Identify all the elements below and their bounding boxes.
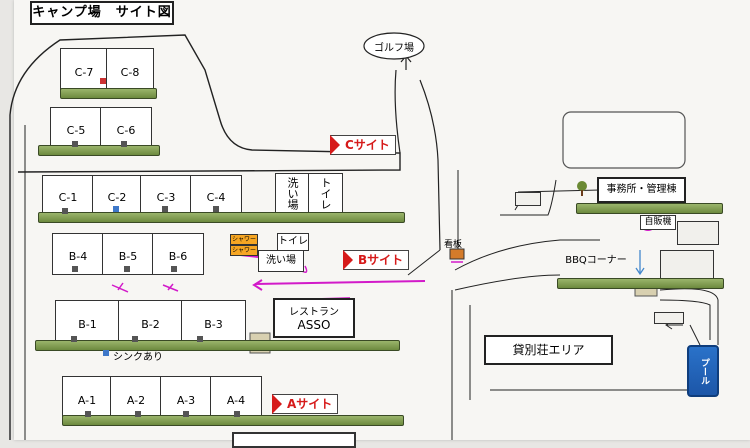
building-block (677, 221, 719, 245)
site-label: B-6 (168, 250, 188, 263)
site-label: B-3 (204, 317, 223, 331)
grass-strip (62, 415, 404, 426)
site-label: C-1 (58, 191, 78, 205)
post-marker (85, 411, 91, 417)
site-label: C-8 (120, 65, 140, 79)
site-label: B-4 (68, 250, 88, 263)
post-marker (135, 411, 141, 417)
washroom-c: 洗い場 (275, 173, 310, 213)
small-building (654, 312, 684, 324)
site-label: A-3 (176, 393, 196, 407)
post-marker (234, 411, 240, 417)
site-label: C-2 (107, 191, 127, 205)
site-b4: B-4 (52, 233, 104, 275)
vending-machine: 自販機 (640, 215, 676, 230)
site-label: C-5 (66, 124, 86, 137)
post-marker (121, 141, 127, 147)
site-b6: B-6 (152, 233, 204, 275)
grass-strip (38, 212, 405, 223)
golf-course-label: ゴルフ場 (374, 43, 414, 54)
grass-strip (557, 278, 724, 289)
post-marker (213, 206, 219, 212)
site-label: B-1 (78, 317, 97, 331)
toilet-b: トイレ (277, 233, 309, 251)
grass-strip (60, 88, 157, 99)
post-marker (71, 336, 77, 342)
restaurant-label: レストラン (289, 307, 339, 318)
site-label: C-6 (116, 124, 136, 137)
restaurant-name: ASSO (297, 318, 331, 332)
site-label: B-5 (118, 250, 138, 263)
site-label: A-2 (126, 393, 146, 407)
post-marker (171, 266, 177, 272)
site-b2: B-2 (118, 300, 183, 344)
toilet-c: トイレ (308, 173, 343, 213)
cottage-area: 貸別荘エリア (484, 335, 613, 365)
sink-label: シンクあり (113, 352, 163, 363)
restaurant-asso: レストラン ASSO (273, 298, 355, 338)
post-marker (62, 208, 68, 214)
sink-icon (103, 350, 109, 356)
small-building (515, 192, 541, 206)
site-b3: B-3 (181, 300, 246, 344)
post-marker (72, 266, 78, 272)
post-marker (72, 141, 78, 147)
site-label: A-1 (77, 393, 97, 407)
signboard-label: 看板 (444, 240, 463, 250)
grass-strip (576, 203, 723, 214)
grass-strip (38, 145, 160, 156)
site-b1: B-1 (55, 300, 120, 344)
site-label: A-4 (226, 393, 246, 407)
post-marker (113, 206, 119, 212)
office-building: 事務所・管理棟 (597, 177, 686, 203)
grass-strip (35, 340, 400, 351)
post-marker (162, 206, 168, 212)
c-site-sign: Cサイト (330, 135, 396, 155)
b-site-sign: Bサイト (343, 250, 410, 270)
post-marker (197, 336, 203, 342)
post-marker (183, 411, 189, 417)
post-marker (124, 266, 130, 272)
washroom-b: 洗い場 (258, 250, 304, 272)
building-block (660, 250, 714, 280)
post-marker (132, 336, 138, 342)
map-title: キャンプ場 サイト図 (30, 1, 174, 25)
site-c7: C-7 (60, 48, 108, 92)
a-site-sign: Aサイト (272, 394, 339, 414)
site-c8: C-8 (106, 48, 154, 92)
site-label: B-2 (141, 317, 160, 331)
shower-room-1: シャワー室 (230, 234, 258, 245)
pool: プール (687, 345, 719, 397)
site-c1: C-1 (42, 175, 94, 215)
site-c6: C-6 (100, 107, 152, 149)
bottom-building (232, 432, 356, 448)
shower-room-2: シャワー室 (230, 245, 258, 256)
site-label: C-4 (206, 191, 226, 205)
post-marker (100, 78, 106, 84)
site-label: C-7 (74, 65, 94, 79)
site-label: C-3 (156, 191, 176, 205)
bbq-corner-label: BBQコーナー (565, 255, 627, 266)
